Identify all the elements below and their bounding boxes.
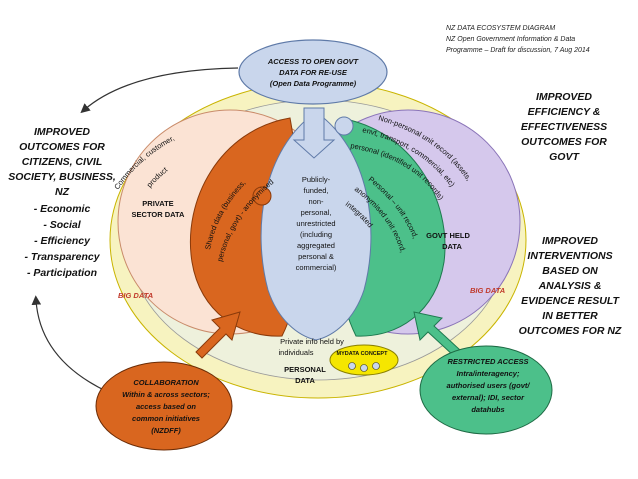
left-outcomes: IMPROVED OUTCOMES FOR CITIZENS, CIVIL SO…	[8, 126, 116, 279]
collaboration-line: Within & across sectors;	[122, 390, 210, 399]
collaboration-bubble	[95, 361, 233, 451]
personal-data-line-2: individuals	[278, 348, 313, 357]
restricted-arrow-icon	[413, 311, 461, 357]
left-outcome-line: - Participation	[27, 267, 97, 279]
mydata-circle-icon	[360, 364, 368, 372]
center-line: funded,	[303, 186, 328, 195]
big-data-label-left: BIG DATA	[118, 291, 153, 300]
right-top-line: GOVT	[549, 151, 580, 163]
big-data-label-right: BIG DATA	[470, 286, 505, 295]
restricted-line: authorised users (govt/	[447, 381, 531, 390]
mydata-concept-oval	[329, 344, 399, 376]
center-line: unrestricted	[296, 219, 335, 228]
left-outcome-line: - Social	[43, 219, 81, 231]
govt-held-title-1: GOVT HELD	[426, 231, 470, 240]
orange-dot-icon	[252, 186, 272, 206]
header-line-1: NZ DATA ECOSYSTEM DIAGRAM	[446, 25, 555, 32]
left-outcome-line: - Efficiency	[34, 235, 91, 247]
collaboration-line: (NZDFF)	[151, 426, 181, 435]
top-bubble-line-3: (Open Data Programme)	[270, 79, 357, 88]
left-outcome-line: IMPROVED	[34, 126, 90, 138]
right-bottom-line: EVIDENCE RESULT	[521, 295, 620, 307]
left-outcome-line: OUTCOMES FOR	[19, 141, 105, 153]
open-data-bubble	[238, 39, 388, 105]
curved-arrow-bottom-left	[31, 295, 109, 393]
header-line-3: Programme – Draft for discussion, 7 Aug …	[446, 47, 590, 54]
right-top-line: EFFECTIVENESS	[521, 121, 607, 133]
center-line: Publicly-	[302, 175, 331, 184]
right-top-line: IMPROVED	[536, 91, 592, 103]
right-bottom-outcomes: IMPROVED INTERVENTIONS BASED ON ANALYSIS…	[519, 235, 622, 337]
center-line: non-	[308, 197, 324, 206]
right-top-line: OUTCOMES FOR	[521, 136, 607, 148]
mydata-circle-icon	[348, 362, 356, 370]
private-sector-title-1: PRIVATE	[142, 199, 173, 208]
center-line: commercial)	[296, 263, 337, 272]
collaboration-line: common initiatives	[132, 414, 200, 423]
right-top-outcomes: IMPROVED EFFICIENCY & EFFECTIVENESS OUTC…	[521, 91, 607, 163]
header-line-2: NZ Open Government Information & Data	[446, 36, 575, 43]
center-line: aggregated	[297, 241, 335, 250]
restricted-line: datahubs	[471, 405, 504, 414]
left-outcome-line: SOCIETY, BUSINESS,	[8, 171, 116, 183]
restricted-line: external); IDI, sector	[452, 393, 525, 402]
center-line: personal &	[298, 252, 334, 261]
collaboration-line: access based on	[136, 402, 196, 411]
private-sector-title-2: SECTOR DATA	[132, 210, 186, 219]
center-text: Publicly- funded, non- personal, unrestr…	[296, 175, 337, 272]
govt-held-title-2: DATA	[442, 242, 462, 251]
collaboration-arrow-icon	[195, 311, 241, 359]
right-bottom-line: IN BETTER	[542, 310, 598, 322]
restricted-line: Intra/interagency;	[457, 369, 520, 378]
right-bottom-line: BASED ON	[542, 265, 598, 277]
mydata-circle-icon	[372, 362, 380, 370]
top-bubble-line-1: ACCESS TO OPEN GOVT	[267, 57, 360, 66]
left-outcome-line: NZ	[55, 186, 70, 198]
top-bubble-line-2: DATA FOR RE-USE	[279, 68, 348, 77]
collaboration-line: COLLABORATION	[133, 378, 199, 387]
left-outcome-line: CITIZENS, CIVIL	[22, 156, 103, 168]
mydata-concept-label: MYDATA CONCEPT	[337, 351, 389, 357]
right-top-line: EFFICIENCY &	[528, 106, 601, 118]
left-outcome-line: - Economic	[34, 203, 91, 215]
right-bottom-line: OUTCOMES FOR NZ	[519, 325, 622, 337]
personal-data-line-1: Private info held by	[280, 337, 344, 346]
restricted-access-bubble	[419, 345, 553, 435]
center-line: (including	[300, 230, 332, 239]
curved-arrow-top-left	[80, 67, 239, 114]
header: NZ DATA ECOSYSTEM DIAGRAM NZ Open Govern…	[446, 25, 590, 54]
right-bottom-line: INTERVENTIONS	[527, 250, 612, 262]
center-line: personal,	[301, 208, 332, 217]
personal-data-title-1: PERSONAL	[284, 365, 326, 374]
left-outcome-line: - Transparency	[24, 251, 100, 263]
restricted-line: RESTRICTED ACCESS	[448, 357, 529, 366]
personal-data-title-2: DATA	[295, 376, 315, 385]
down-arrow-icon	[292, 107, 336, 159]
blue-dot-icon	[334, 116, 354, 136]
right-bottom-line: IMPROVED	[542, 235, 598, 247]
right-bottom-line: ANALYSIS &	[538, 280, 602, 292]
